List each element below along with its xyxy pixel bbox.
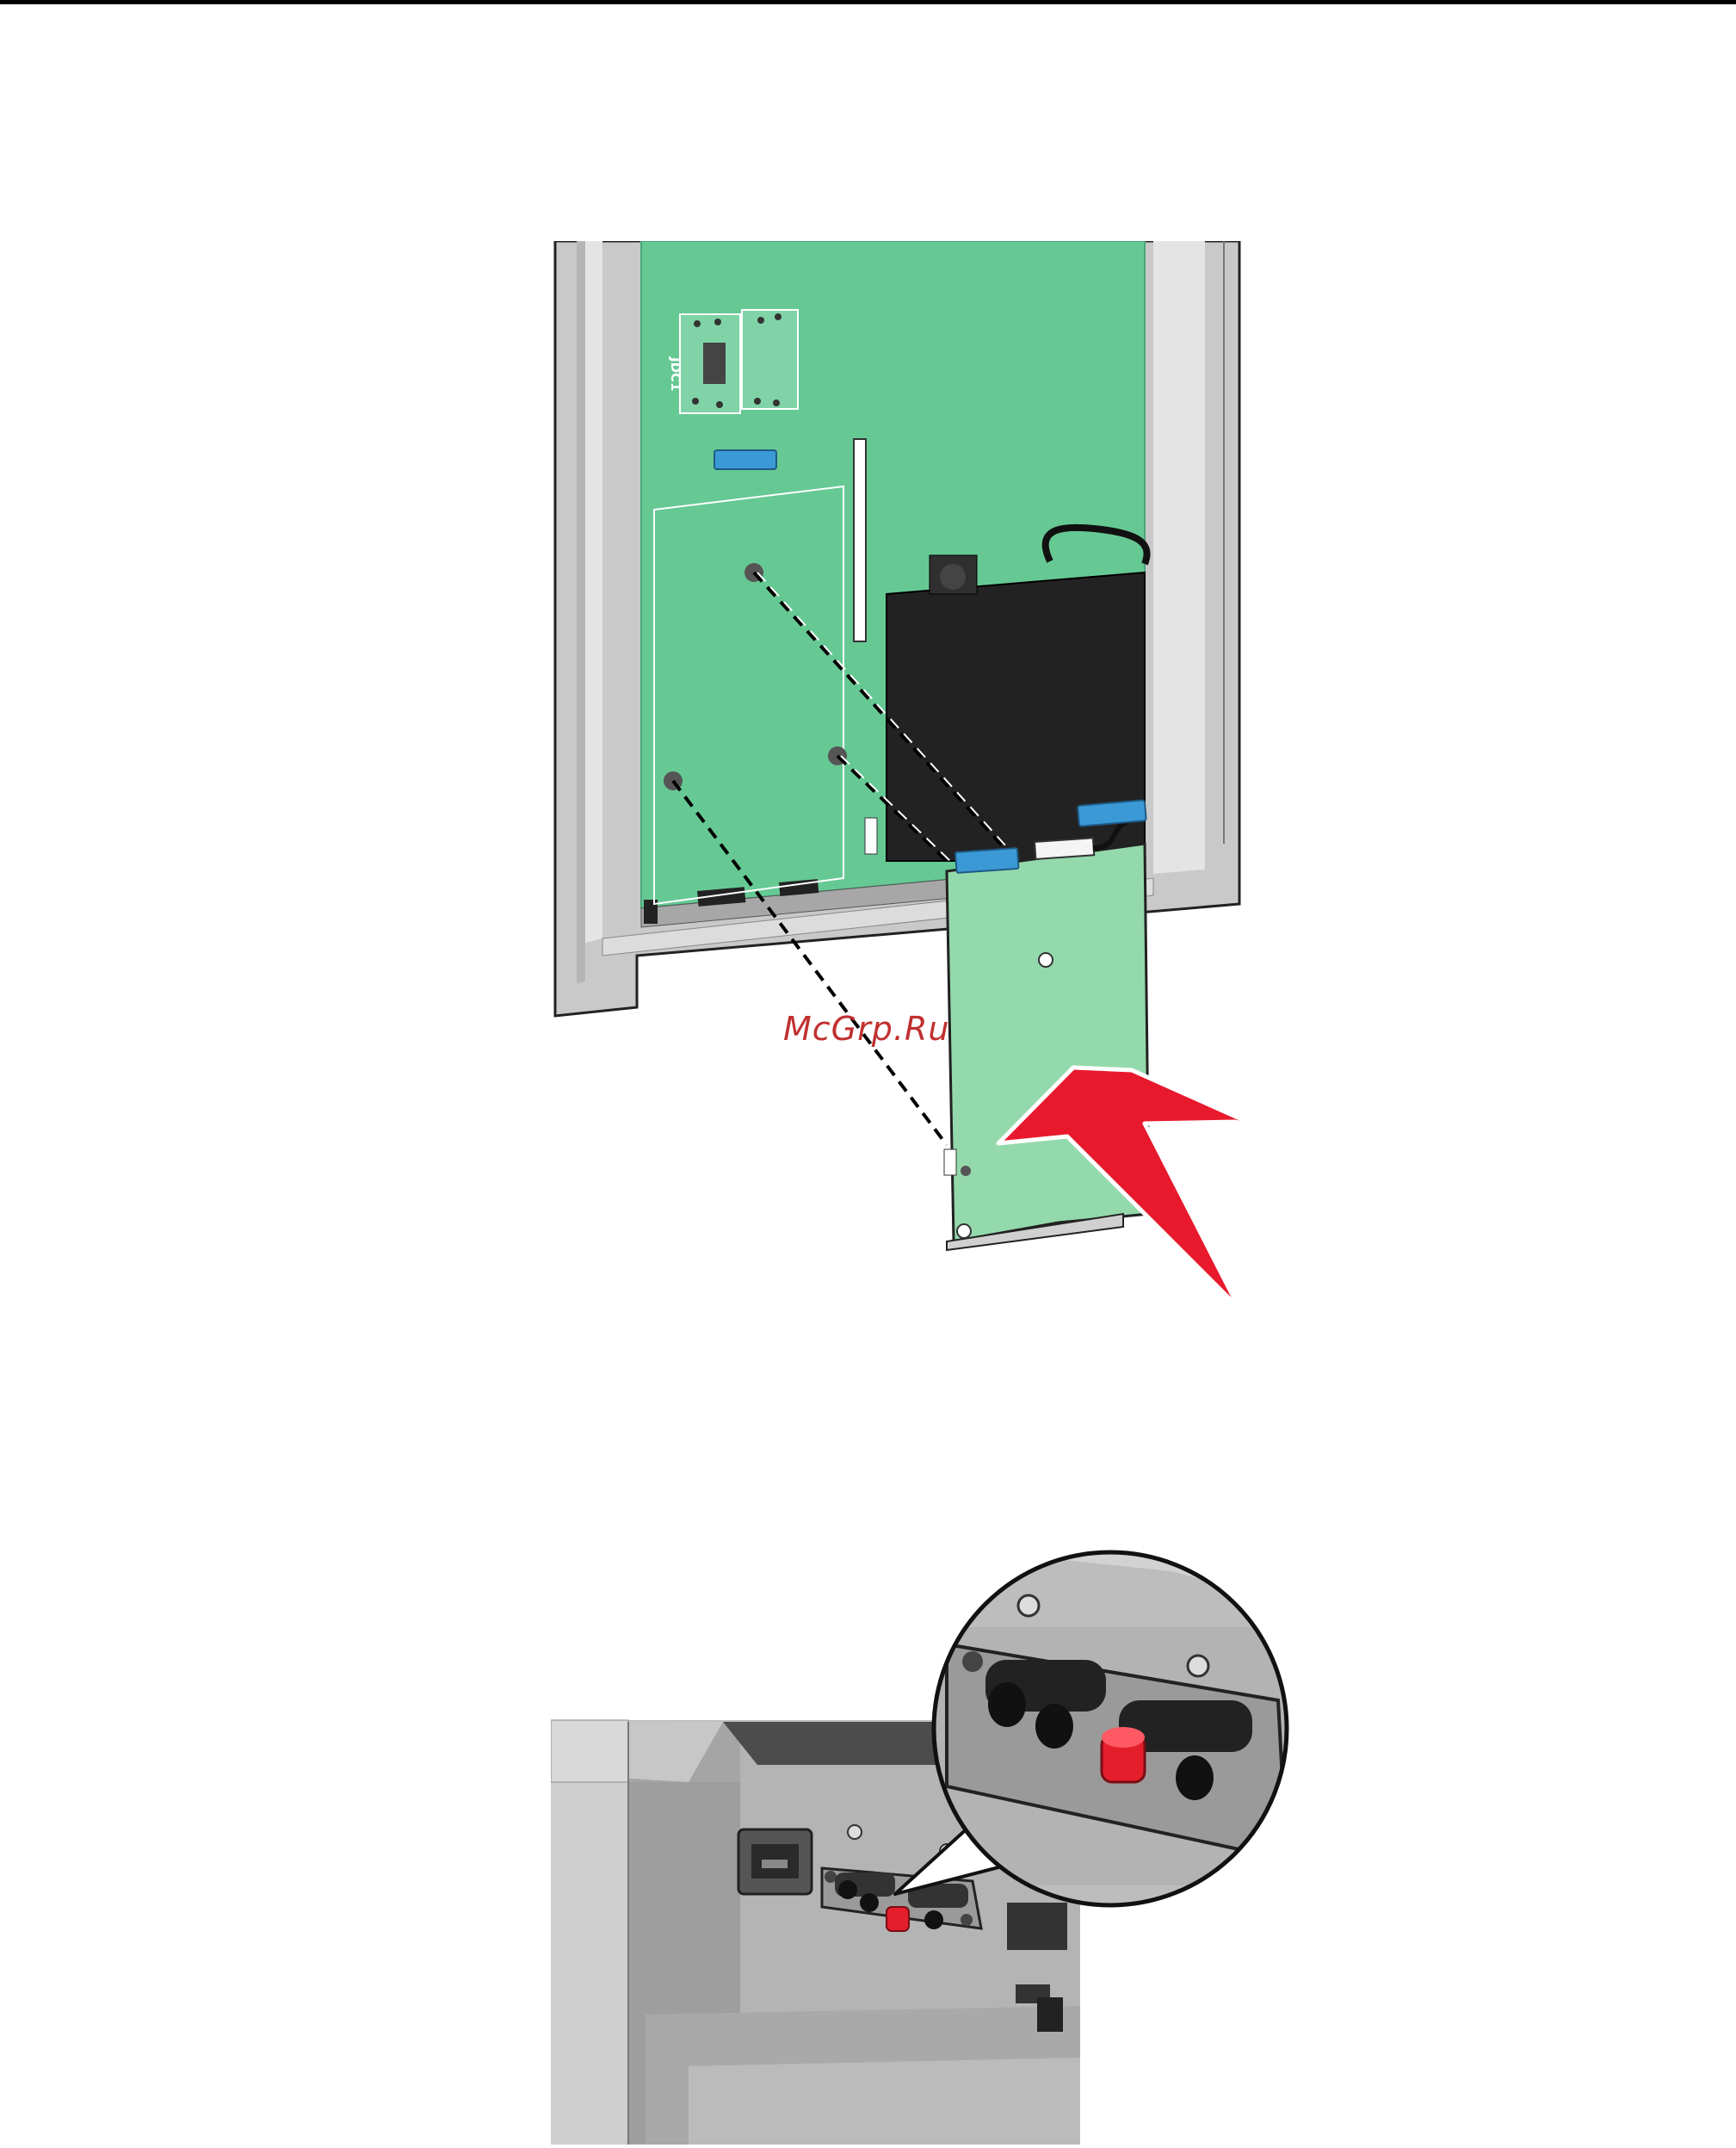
option-card-insertion-illustration: JDC1 xyxy=(551,241,1257,1326)
rear-port-callout-illustration xyxy=(551,1524,1325,2145)
red-plug xyxy=(887,1907,909,1931)
page-top-rule xyxy=(0,0,1736,4)
card-connector-white xyxy=(1035,838,1094,859)
watermark-text: McGrp.Ru xyxy=(783,1010,949,1048)
board-connector xyxy=(714,450,776,469)
board-silkscreen-label: JDC1 xyxy=(668,356,683,391)
card-connector-blue xyxy=(955,848,1018,873)
